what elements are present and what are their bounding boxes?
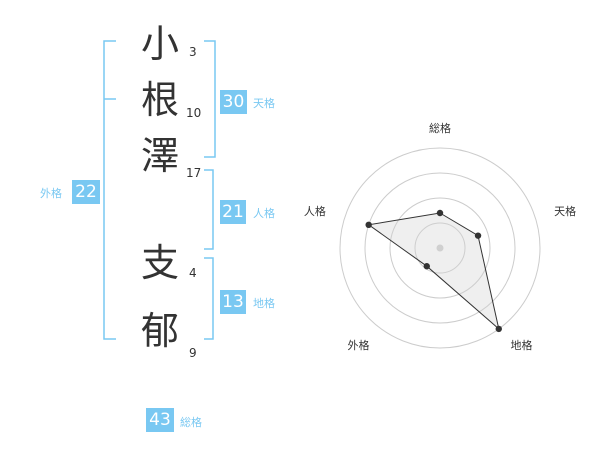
- radar-axis-label-2: 天格: [554, 204, 576, 218]
- radar-grid-ring-2: [389, 197, 491, 299]
- radar-center-dot: [436, 244, 444, 252]
- radar-axis-label-1: 総格: [429, 121, 451, 135]
- soukaku-label: 総格: [180, 416, 202, 429]
- name-char-2: 根: [140, 78, 179, 122]
- radar-axis-label-3: 地格: [511, 338, 533, 352]
- radar-axis-label-4: 外格: [348, 338, 370, 352]
- tenkaku-label: 天格: [253, 97, 275, 110]
- radar-point-1: [436, 209, 444, 217]
- radar-grid-ring-1: [414, 222, 466, 274]
- radar-value-polygon: [367, 212, 500, 331]
- gaikaku-value: 22: [72, 180, 100, 204]
- stroke-count-4: 4: [189, 266, 197, 280]
- jinkaku-label: 人格: [253, 207, 275, 220]
- name-char-5: 郁: [140, 309, 179, 353]
- chikaku-label: 地格: [253, 297, 275, 310]
- radar-grid-ring-4: [339, 147, 541, 349]
- tenkaku-value: 30: [220, 90, 247, 114]
- stroke-count-3: 17: [186, 166, 202, 180]
- gaikaku-label: 外格: [40, 187, 62, 200]
- radar-point-2: [474, 232, 482, 239]
- stroke-count-2: 10: [186, 106, 202, 120]
- radar-point-3: [495, 325, 502, 333]
- name-char-4: 支: [140, 241, 179, 285]
- stroke-count-5: 9: [189, 346, 197, 360]
- radar-axis-label-5: 人格: [304, 204, 326, 218]
- jinkaku-value: 21: [220, 200, 246, 224]
- soukaku-value: 43: [146, 408, 174, 432]
- stroke-count-1: 3: [189, 45, 197, 59]
- name-char-3: 澤: [140, 134, 179, 178]
- chikaku-value: 13: [220, 290, 246, 314]
- name-char-1: 小: [140, 22, 179, 66]
- radar-point-4: [423, 263, 430, 270]
- radar-point-5: [365, 221, 372, 229]
- radar-grid-ring-3: [364, 172, 516, 324]
